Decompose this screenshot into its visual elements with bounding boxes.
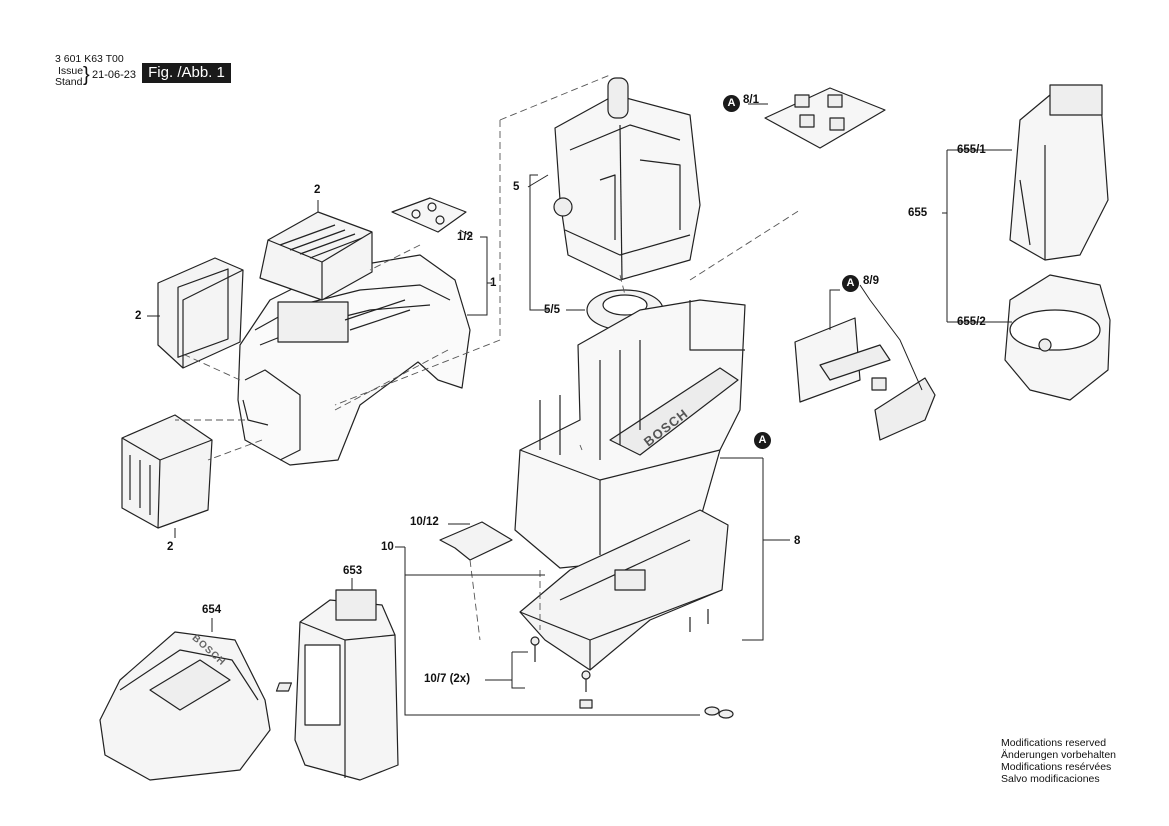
label-part-8-9: 8/9: [863, 275, 879, 287]
modifications-line: Modifications resérvées: [1001, 761, 1112, 773]
modifications-line: Salvo modificaciones: [1001, 773, 1100, 785]
label-part-655-2: 655/2: [957, 316, 986, 328]
window-bottom-drawing: [121, 414, 213, 529]
battery-drawing: [294, 589, 399, 781]
circuit-board-drawing: [764, 87, 886, 149]
label-part-10: 10: [381, 541, 394, 553]
stand-label: Stand: [55, 76, 83, 88]
label-part-10-12: 10/12: [410, 516, 439, 528]
clip-drawing: [439, 521, 513, 561]
charger-drawing: [99, 631, 271, 781]
label-part-1: 1: [490, 277, 497, 289]
housing-cover-drawing: [237, 254, 471, 466]
label-part-2-bottom: 2: [167, 541, 174, 553]
battery-holder-drawing: [794, 317, 936, 441]
label-part-655-1: 655/1: [957, 144, 986, 156]
modifications-line: Modifications reserved: [1001, 737, 1107, 749]
reference-marker-a: A: [723, 95, 740, 112]
label-part-655: 655: [908, 207, 928, 219]
label-part-653: 653: [343, 565, 363, 577]
label-part-5-5: 5/5: [544, 304, 560, 316]
screws-drawing: [275, 609, 734, 719]
label-part-1-2: 1/2: [457, 231, 473, 243]
laser-module-drawing: [553, 77, 701, 281]
label-part-8: 8: [794, 535, 801, 547]
seal-drawing: [391, 197, 467, 233]
battery-base-drawing: [1004, 274, 1111, 401]
modifications-line: Änderungen vorbehalten: [1001, 749, 1117, 761]
issue-date: 21-06-23: [92, 69, 137, 81]
reference-marker-a: A: [754, 432, 771, 449]
figure-label: Fig. /Abb. 1: [142, 63, 231, 83]
brace-icon: }: [83, 64, 90, 86]
main-body-drawing: [514, 299, 746, 569]
window-top-drawing: [259, 211, 373, 301]
label-part-2-top: 2: [314, 184, 321, 196]
battery-cover-drawing: [1009, 84, 1109, 261]
doc-number: 3 601 K63 T00: [55, 53, 124, 65]
label-part-8-1: 8/1: [743, 94, 759, 106]
issue-label: Issue: [58, 65, 84, 77]
modifications-note: Modifications reserved Änderungen vorbeh…: [1001, 737, 1116, 785]
label-part-654: 654: [202, 604, 222, 616]
label-part-10-7: 10/7 (2x): [424, 673, 471, 685]
label-part-2-left: 2: [135, 310, 142, 322]
reference-marker-a: A: [842, 275, 859, 292]
label-part-5: 5: [513, 181, 520, 193]
window-left-drawing: [157, 257, 244, 369]
base-drawing: [519, 509, 729, 671]
